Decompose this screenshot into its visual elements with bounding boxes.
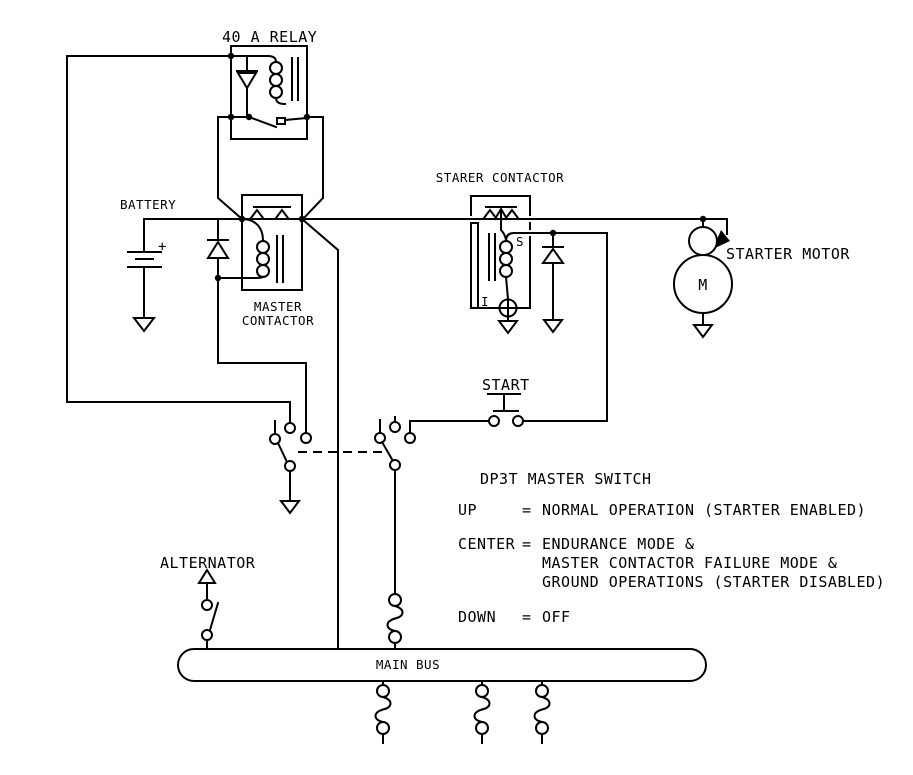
master-contactor-box [241, 194, 303, 291]
ground-symbol [131, 317, 157, 333]
ground-symbol [497, 320, 519, 335]
relay-feed-wire [66, 55, 291, 424]
starter-motor-label: STARTER MOTOR [726, 245, 850, 263]
legend-up-eq: = [522, 501, 532, 519]
bus-feeder-breakers [374, 680, 551, 744]
legend-title: DP3T MASTER SWITCH [480, 470, 652, 488]
relay-diode [236, 55, 258, 118]
mc-core [276, 235, 284, 283]
legend-center-text-1: ENDURANCE MODE & [542, 535, 695, 553]
switch-blade [208, 601, 220, 632]
common-contact [284, 460, 296, 472]
switch-blade [380, 440, 395, 463]
starter-contactor: STARER CONTACTOR S I [436, 170, 608, 335]
sc-coil [499, 232, 608, 301]
legend-center-eq: = [522, 535, 532, 553]
button-contact [488, 415, 500, 427]
master-contactor: MASTER CONTACTOR [217, 194, 314, 328]
switch-pole-a [269, 420, 312, 515]
battery: BATTERY + [120, 197, 176, 333]
throw-contact [389, 421, 401, 433]
switch-contact [201, 599, 213, 611]
sc-inner-terminal [470, 222, 479, 309]
relay-label: 40 A RELAY [222, 28, 317, 46]
legend-up-position: UP [458, 501, 477, 519]
circuit-breaker [386, 593, 404, 650]
relay-box [230, 45, 308, 140]
ground-symbol [542, 319, 564, 334]
ground-symbol [692, 324, 714, 339]
dp3t-master-switch [269, 416, 490, 595]
diode [206, 240, 230, 259]
master-switch-legend: DP3T MASTER SWITCH UP = NORMAL OPERATION… [458, 470, 885, 626]
battery-plates [127, 251, 162, 268]
circuit-breaker [533, 680, 551, 744]
relay-coil-lead [230, 55, 278, 64]
throw-contact [300, 432, 312, 444]
legend-center-text-3: GROUND OPERATIONS (STARTER DISABLED) [542, 573, 885, 591]
legend-down-eq: = [522, 608, 532, 626]
relay-contactor-funnel [217, 116, 324, 221]
start-to-coil-wire [522, 232, 608, 422]
relay-core [291, 57, 299, 101]
terminal-s-label: S [516, 234, 524, 249]
throw-contact [284, 422, 296, 434]
button-contact [512, 415, 524, 427]
relay-coil [269, 61, 287, 106]
master-diode-branch [206, 218, 307, 434]
diode [541, 247, 565, 264]
circuit-breaker [374, 680, 392, 744]
start-label: START [482, 376, 530, 394]
battery-label: BATTERY [120, 197, 176, 212]
master-contactor-label-1: MASTER [254, 299, 302, 314]
battery-plus-sign: + [158, 239, 167, 255]
sc-plus-terminal [498, 298, 518, 318]
legend-center-position: CENTER [458, 535, 516, 553]
throw-contact [374, 432, 386, 444]
snubber-diode [541, 229, 565, 334]
main-bus-bar [177, 648, 707, 682]
legend-up-text: NORMAL OPERATION (STARTER ENABLED) [542, 501, 866, 519]
starter-motor: M STARTER MOTOR [673, 215, 850, 339]
switch-contact [201, 629, 213, 641]
legend-down-text: OFF [542, 608, 571, 626]
master-contactor-label-2: CONTACTOR [242, 313, 314, 328]
common-contact [389, 459, 401, 471]
up-throw-to-start-wire [409, 420, 490, 434]
terminal-i-label: I [481, 294, 489, 309]
ground-symbol [279, 500, 301, 515]
sc-core [488, 233, 496, 281]
relay-40a: 40 A RELAY [222, 28, 317, 140]
feed-wires [66, 55, 291, 424]
main-bus: MAIN BUS [177, 648, 707, 682]
contactor-to-bus-wire [300, 217, 339, 650]
throw-contact [404, 432, 416, 444]
alternator-label: ALTERNATOR [160, 554, 256, 572]
motor-letter: M [698, 276, 708, 294]
mc-coil-lead [240, 217, 265, 243]
mc-coil [217, 240, 270, 279]
starter-contactor-label: STARER CONTACTOR [436, 170, 564, 185]
circuit-breaker [473, 680, 491, 744]
legend-center-text-2: MASTER CONTACTOR FAILURE MODE & [542, 554, 837, 572]
motor-pinion-circle [688, 226, 718, 256]
throw-contact [269, 433, 281, 445]
relay-contact [230, 115, 309, 129]
contactor-contacts [482, 206, 520, 242]
power-rail [143, 218, 730, 249]
starter-contactor-box [470, 195, 531, 309]
legend-down-position: DOWN [458, 608, 496, 626]
main-bus-label: MAIN BUS [376, 657, 440, 672]
rail-wire [143, 218, 728, 235]
alternator: ALTERNATOR [160, 554, 256, 650]
start-button: START [482, 232, 608, 427]
switch-blade [276, 441, 289, 464]
contactor-contacts [249, 206, 291, 220]
switch-pole-b [374, 416, 490, 595]
